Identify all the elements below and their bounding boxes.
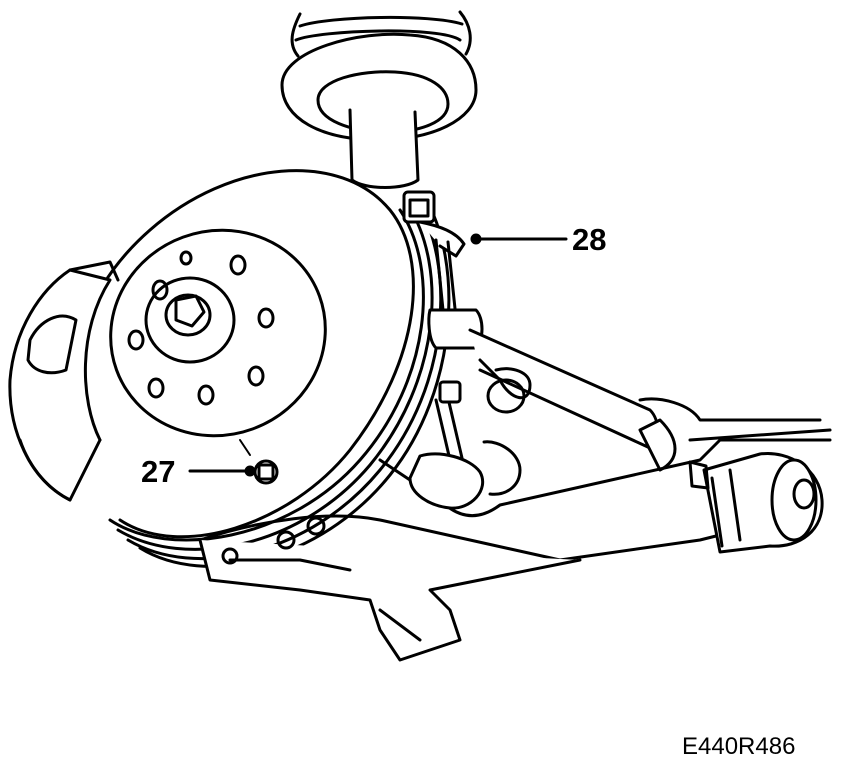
bushing bbox=[690, 453, 822, 552]
brake-shield bbox=[10, 262, 118, 500]
lower-link bbox=[410, 382, 520, 508]
figure-id: E440R486 bbox=[682, 733, 796, 760]
caliper-bolts bbox=[223, 440, 324, 563]
leader-lines bbox=[190, 235, 566, 475]
callout-28: 28 bbox=[572, 222, 607, 257]
brake-disc bbox=[77, 171, 449, 567]
control-arm bbox=[200, 330, 830, 660]
strut-spring bbox=[282, 12, 476, 188]
stabilizer-link bbox=[404, 192, 482, 348]
callout-27: 27 bbox=[141, 454, 176, 489]
